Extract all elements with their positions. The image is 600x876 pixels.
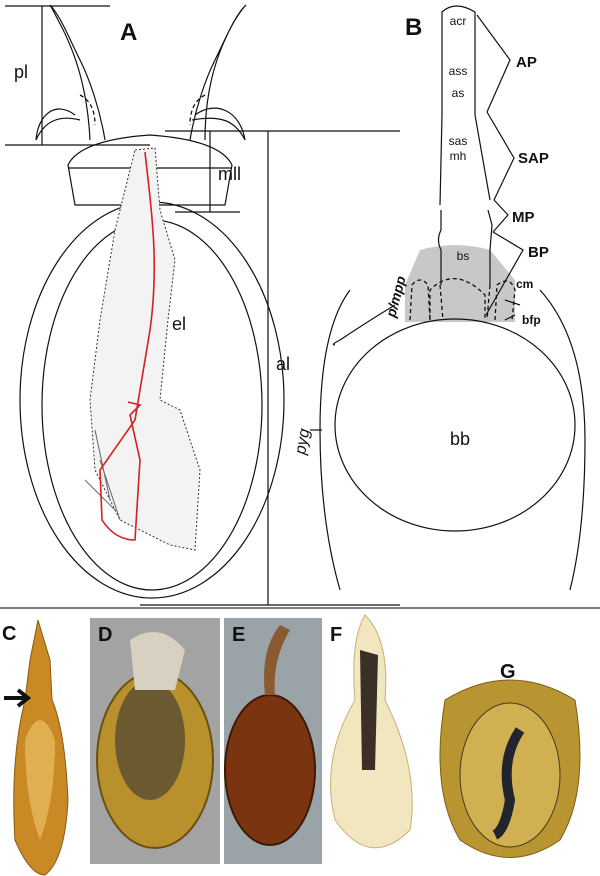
panel-letter-d: D	[98, 624, 112, 646]
label-ap: AP	[516, 54, 537, 71]
label-bs: bs	[457, 249, 470, 263]
specimen-d-top	[130, 632, 185, 690]
specimen-d-inner	[115, 680, 185, 800]
panel-letter-c: C	[2, 623, 16, 645]
basal-bulb	[334, 318, 576, 532]
label-bp: BP	[528, 244, 549, 261]
shaded-basal-region	[405, 245, 515, 322]
photo-f: F	[330, 614, 413, 849]
basal-piece	[437, 209, 493, 285]
mp-bracket	[492, 199, 509, 233]
panel-b: B acr ass as sas mh bs bb AP SAP	[292, 5, 586, 591]
label-mp: MP	[512, 209, 535, 226]
panel-letter-b: B	[405, 14, 422, 41]
median-lobe-cap	[67, 134, 233, 206]
panel-letter-e: E	[232, 624, 245, 646]
sap-bracket	[486, 111, 515, 201]
panel-letter-a: A	[120, 19, 137, 46]
specimen-g-dark	[492, 727, 525, 840]
subapical-piece	[439, 114, 491, 206]
label-pyg: pyg	[292, 427, 313, 456]
specimen-f-dark	[360, 650, 378, 770]
apical-piece	[441, 5, 476, 115]
bfp-pointer	[504, 299, 521, 321]
label-acr: acr	[450, 14, 467, 28]
label-mll: mll	[218, 164, 241, 184]
left-paramere-hook	[35, 108, 81, 141]
label-as: as	[452, 86, 465, 100]
endophallus-spines	[84, 429, 121, 521]
right-paramere-hook	[191, 107, 246, 141]
endophallus-outline	[99, 151, 156, 541]
right-paramere	[189, 4, 247, 141]
basal-dashes	[429, 277, 491, 321]
label-bfp: bfp	[522, 313, 541, 327]
panel-letter-f: F	[330, 624, 342, 646]
left-paramere-dash	[79, 94, 96, 126]
arrow-icon	[4, 688, 32, 708]
pyg-arc-left	[319, 289, 351, 591]
specimen-c-inner	[25, 720, 55, 840]
label-pl: pl	[14, 62, 28, 82]
p-mpp-lobe	[409, 279, 431, 321]
right-paramere-dash	[189, 94, 206, 126]
photo-d: D	[90, 618, 220, 864]
label-p-mpp: p/mpp	[382, 274, 409, 320]
label-sas: sas	[449, 134, 468, 148]
left-paramere	[49, 4, 106, 141]
panel-a: A pl mll al el	[5, 4, 400, 606]
photo-c: C	[2, 619, 69, 876]
label-ass: ass	[449, 64, 468, 78]
panel-letter-g: G	[500, 661, 516, 683]
pyg-outline-left	[332, 304, 396, 346]
pyg-arc-right	[539, 289, 586, 591]
bfp-lobe	[494, 280, 516, 321]
label-el: el	[172, 314, 186, 334]
label-cm: cm	[516, 277, 533, 291]
endophallus	[89, 147, 201, 551]
ap-bracket	[476, 14, 511, 113]
photo-e: E	[224, 618, 322, 864]
photo-g: G	[439, 661, 581, 858]
specimen-e-stalk	[264, 625, 290, 695]
label-sap: SAP	[518, 150, 549, 167]
bp-bracket	[485, 231, 524, 316]
label-bb: bb	[450, 429, 470, 449]
specimen-e	[224, 694, 316, 846]
label-al: al	[276, 354, 290, 374]
label-mh: mh	[450, 149, 467, 163]
